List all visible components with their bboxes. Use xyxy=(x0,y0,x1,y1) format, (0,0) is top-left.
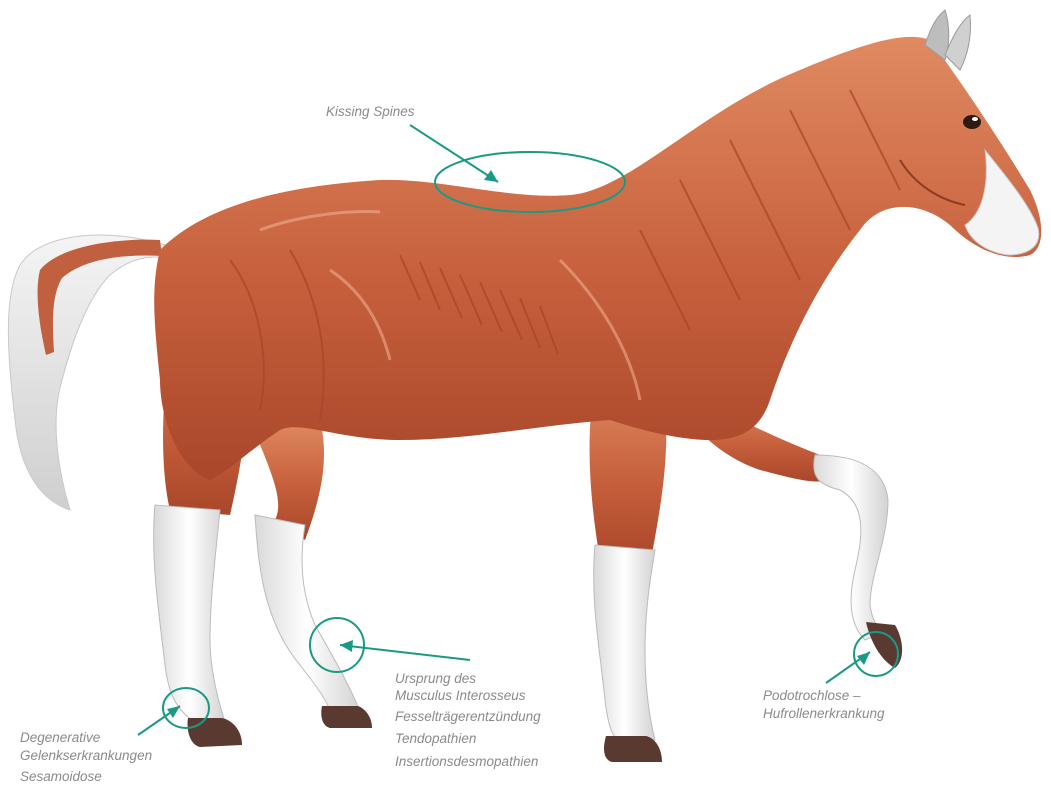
near-hind-cannon xyxy=(154,505,225,722)
label-interosseus-line-5: Insertionsdesmopathien xyxy=(395,751,541,773)
kissing-spines-arrow xyxy=(410,125,498,182)
label-interosseus-line-4: Tendopathien xyxy=(395,728,541,750)
label-interosseus-line-2: Musculus Interosseus xyxy=(395,687,541,706)
podotrochlose-arrowhead xyxy=(857,652,870,665)
eye xyxy=(963,115,981,129)
label-podotrochlose: Podotrochlose – Hufrollenerkrankung xyxy=(763,687,885,723)
tail xyxy=(8,235,165,510)
far-hind-hoof xyxy=(321,706,372,728)
eye-highlight xyxy=(972,117,978,121)
label-interosseus-line-1: Ursprung des xyxy=(395,671,541,687)
interosseus-arrowhead xyxy=(340,640,353,652)
near-fore-hoof xyxy=(604,736,662,762)
interosseus-arrow xyxy=(340,645,470,660)
far-hind-cannon xyxy=(255,515,360,712)
kissing-spines-arrowhead xyxy=(484,170,498,182)
label-podotrochlose-line-1: Podotrochlose – xyxy=(763,687,885,705)
label-degenerative-line-3: Sesamoidose xyxy=(20,768,152,786)
horse-body xyxy=(154,37,1041,480)
label-degenerative-line-2: Gelenkserkrankungen xyxy=(20,747,152,765)
label-degenerative: Degenerative Gelenkserkrankungen Sesamoi… xyxy=(20,729,152,785)
degenerative-arrowhead xyxy=(167,706,180,718)
near-foreleg-lower xyxy=(594,545,655,740)
label-interosseus-line-3: Fesselträgerentzündung xyxy=(395,706,541,728)
far-foreleg-lower xyxy=(814,455,888,640)
label-degenerative-line-1: Degenerative xyxy=(20,729,152,747)
label-interosseus: Ursprung des Musculus Interosseus Fessel… xyxy=(395,671,541,773)
label-kissing-spines: Kissing Spines xyxy=(326,101,415,123)
near-hind-hoof xyxy=(188,718,243,747)
label-podotrochlose-line-2: Hufrollenerkrankung xyxy=(763,705,885,723)
label-kissing-spines-line-1: Kissing Spines xyxy=(326,101,415,123)
